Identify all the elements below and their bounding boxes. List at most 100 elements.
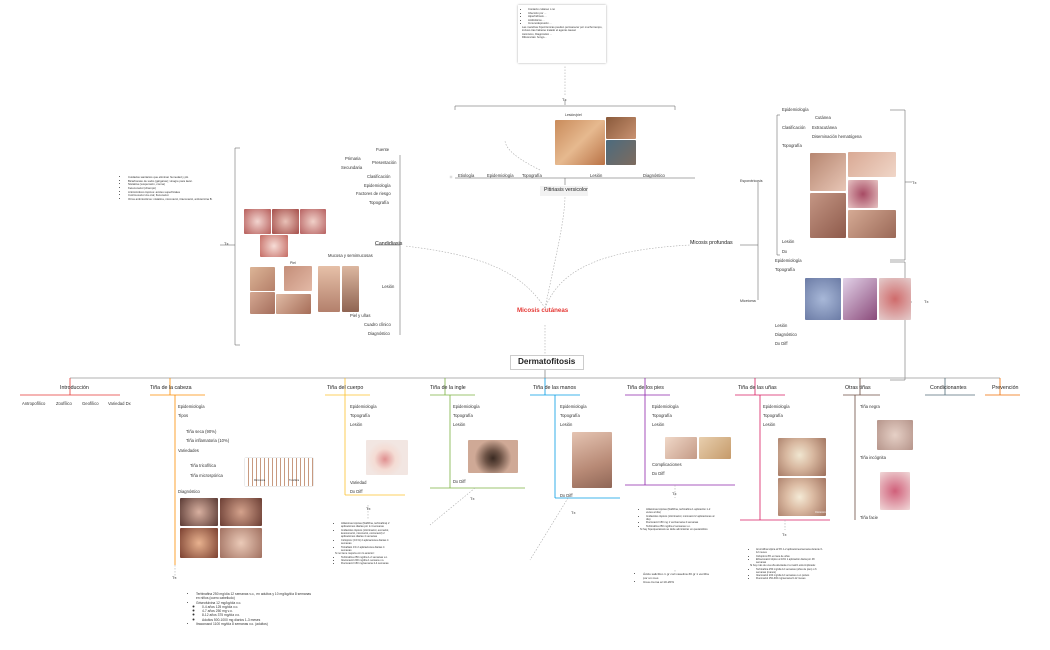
ingle-lesion[interactable]: Lesión <box>453 422 466 427</box>
central-topic[interactable]: Micosis cutáneas <box>517 307 569 314</box>
dermato-otras[interactable]: Otras tiñas <box>845 385 871 391</box>
cand-cuadro[interactable]: Cuadro clínico <box>364 322 391 327</box>
pies-complicaciones[interactable]: Complicaciones <box>652 462 682 467</box>
pitiriasis-image-1 <box>555 120 605 165</box>
unas-epidemiologia[interactable]: Epidemiología <box>763 404 790 409</box>
intro-zoofilico[interactable]: Zoofílico <box>56 401 72 406</box>
micetoma-image-2 <box>843 278 877 320</box>
pies-dxdiff[interactable]: Dx Diff <box>652 471 665 476</box>
micetoma-lesion[interactable]: Lesión <box>775 323 788 328</box>
cuerpo-lesion[interactable]: Lesión <box>350 422 363 427</box>
esporo-dx[interactable]: Dx <box>782 249 788 254</box>
pies-epidemiologia[interactable]: Epidemiología <box>652 404 679 409</box>
esporo-diseminacion[interactable]: Diseminación hematógena <box>812 134 862 139</box>
candidiasis-title[interactable]: Candidiasis <box>375 241 403 247</box>
pitiriasis-branch-topografia[interactable]: Topografía <box>522 173 542 178</box>
pitiriasis-branch-etiologia[interactable]: Etiología <box>458 173 475 178</box>
cuerpo-dxdiff[interactable]: Dx Diff <box>350 489 363 494</box>
pitiriasis-branch-epidemiologia[interactable]: Epidemiología <box>487 173 514 178</box>
dermato-prevencion[interactable]: Prevención <box>992 385 1019 391</box>
pitiriasis-branch-lesion[interactable]: Lesión <box>590 173 603 178</box>
hair-label-trico: Tricofitica <box>289 479 300 482</box>
dermato-cuerpo[interactable]: Tiña del cuerpo <box>327 385 364 391</box>
esporo-epidemiologia[interactable]: Epidemiología <box>782 107 809 112</box>
unas-lesion[interactable]: Lesión <box>763 422 776 427</box>
cand-diagnostico[interactable]: Diagnóstico <box>368 331 390 336</box>
unas-image-1 <box>778 438 826 476</box>
tx-manos[interactable]: Tx <box>571 510 576 515</box>
esporo-label[interactable]: Esporotricosis <box>740 179 763 183</box>
dermato-ingle[interactable]: Tiña de la ingle <box>430 385 466 391</box>
cand-piel-unas[interactable]: Piel y uñas <box>350 313 371 318</box>
tx-pies[interactable]: Tx <box>672 491 677 496</box>
dermato-manos[interactable]: Tiña de las manos <box>533 385 577 391</box>
dermato-condicionantes[interactable]: Condicionantes <box>930 385 967 391</box>
pies-lesion[interactable]: Lesión <box>652 422 665 427</box>
ingle-epidemiologia[interactable]: Epidemiología <box>453 404 480 409</box>
cand-mucosas[interactable]: Mucosa y semimucosas <box>328 253 373 258</box>
esporo-lesion[interactable]: Lesión <box>782 239 795 244</box>
ingle-topografia[interactable]: Topografía <box>453 413 473 418</box>
ingle-dxdiff[interactable]: Dx Diff <box>453 479 466 484</box>
cuerpo-epidemiologia[interactable]: Epidemiología <box>350 404 377 409</box>
cand-secundaria[interactable]: Secundaria <box>341 165 363 170</box>
micetoma-dxdiff[interactable]: Dx Diff <box>775 341 788 346</box>
cuerpo-topografia[interactable]: Topografía <box>350 413 370 418</box>
cabeza-tina-seca[interactable]: Tiña seca (90%) <box>186 429 217 434</box>
hair-label-micro: Microsoria <box>254 479 266 482</box>
esporo-cutanea[interactable]: Cutánea <box>815 115 831 120</box>
cand-presentacion[interactable]: Presentación <box>372 160 397 165</box>
dermato-pies[interactable]: Tiña de los pies <box>627 385 664 391</box>
cand-fuente[interactable]: Fuente <box>376 147 390 152</box>
intro-geofilico[interactable]: Geofílico <box>82 401 99 406</box>
dermato-introduccion[interactable]: Introducción <box>60 385 89 391</box>
dermato-unas[interactable]: Tiña de las uñas <box>738 385 777 391</box>
intro-antropofilico[interactable]: Antropofílico <box>22 401 46 406</box>
cand-epidemiologia[interactable]: Epidemiología <box>364 183 391 188</box>
cuerpo-variedad[interactable]: Variedad <box>350 480 367 485</box>
esporo-clasificacion[interactable]: Clasificación <box>782 125 806 130</box>
cand-primaria[interactable]: Primaria <box>345 156 361 161</box>
cand-topografia[interactable]: Topografía <box>369 200 389 205</box>
tx-cuerpo[interactable]: Tx <box>366 506 371 511</box>
tx-unas[interactable]: Tx <box>782 532 787 537</box>
cabeza-tricofitica[interactable]: Tiña tricofítica <box>190 463 216 468</box>
manos-topografia[interactable]: Topografía <box>560 413 580 418</box>
cabeza-tipos[interactable]: Tipos <box>178 413 189 418</box>
esporo-topografia[interactable]: Topografía <box>782 143 802 148</box>
profundas-title[interactable]: Micosis profundas <box>690 240 733 246</box>
pitiriasis-branch-diagnostico[interactable]: Diagnóstico <box>643 173 665 178</box>
otras-tina-incognita[interactable]: Tiña incógnita <box>860 455 886 460</box>
otras-tina-facie[interactable]: Tiña facie <box>860 515 878 520</box>
tx-esporo[interactable]: Tx <box>912 180 917 185</box>
dermatofitosis-node[interactable] <box>510 355 584 370</box>
pies-topografia[interactable]: Topografía <box>652 413 672 418</box>
cabeza-diagnostico[interactable]: Diagnóstico <box>178 489 200 494</box>
cand-clasificacion[interactable]: Clasificación <box>367 174 391 179</box>
manos-epidemiologia[interactable]: Epidemiología <box>560 404 587 409</box>
tx-ingle[interactable]: Tx <box>470 496 475 501</box>
esporo-extracutanea[interactable]: Extracutánea <box>812 125 837 130</box>
dermato-cabeza[interactable]: Tiña de la cabeza <box>150 385 192 391</box>
tx-candidiasis[interactable]: Tx <box>224 241 229 246</box>
cand-factores[interactable]: Factores de riesgo <box>356 191 391 196</box>
tx-cabeza[interactable]: Tx <box>172 575 177 580</box>
manos-dxdiff[interactable]: Dx Diff <box>560 493 573 498</box>
otras-tina-negra[interactable]: Tiña negra <box>860 404 880 409</box>
cand-lesion[interactable]: Lesión <box>382 284 395 289</box>
cabeza-variedades[interactable]: Variedades <box>178 448 199 453</box>
micetoma-label[interactable]: Micetoma <box>740 299 756 303</box>
tx-micetoma[interactable]: Tx <box>924 299 929 304</box>
unas-topografia[interactable]: Topografía <box>763 413 783 418</box>
manos-lesion[interactable]: Lesión <box>560 422 573 427</box>
cabeza-microsporica[interactable]: Tiña microspórica <box>190 473 223 478</box>
cabeza-epidemiologia[interactable]: Epidemiología <box>178 404 205 409</box>
intro-variedad[interactable]: Variedad Dx <box>108 401 131 406</box>
micetoma-topografia[interactable]: Topografía <box>775 267 795 272</box>
cabeza-tina-inflamatoria[interactable]: Tiña inflamatoria (10%) <box>186 438 230 443</box>
micetoma-epidemiologia[interactable]: Epidemiología <box>775 258 802 263</box>
tx-top[interactable]: Tx <box>562 97 567 102</box>
micetoma-diagnostico[interactable]: Diagnóstico <box>775 332 797 337</box>
manos-image <box>572 432 612 488</box>
pitiriasis-node[interactable] <box>540 186 588 196</box>
